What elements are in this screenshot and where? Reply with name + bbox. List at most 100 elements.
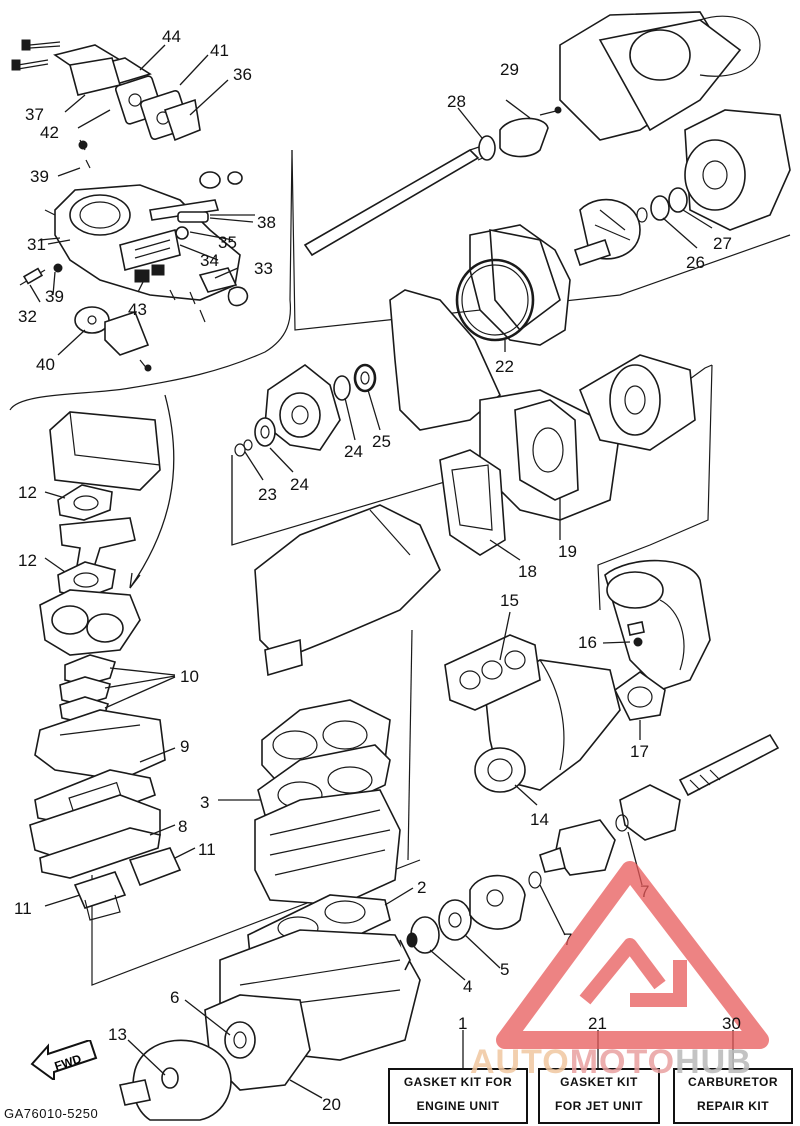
callout-39-upper: 39 — [30, 167, 49, 186]
callout-22: 22 — [495, 357, 514, 376]
callout-37: 37 — [25, 105, 44, 124]
carburetor-reed-plates — [53, 44, 201, 142]
watermark-part3: HUB — [675, 1043, 752, 1081]
intake-gaskets-10 — [59, 654, 117, 723]
gasket-12-lower — [57, 561, 116, 599]
callout-11-left: 11 — [14, 899, 32, 918]
callout-2: 2 — [417, 878, 426, 897]
callout-12-lower: 12 — [18, 551, 37, 570]
section-outline-carburetor — [9, 149, 293, 411]
seals-26-27 — [636, 187, 688, 223]
callout-43: 43 — [128, 300, 147, 319]
callout-18: 18 — [518, 562, 537, 581]
gasket-8 — [39, 827, 161, 879]
callout-20: 20 — [322, 1095, 341, 1114]
crankcase-cover-20 — [204, 994, 311, 1091]
callout-36: 36 — [233, 65, 252, 84]
callout-4: 4 — [463, 977, 472, 996]
kit-number-30: 30 — [722, 1014, 741, 1033]
gasket-15 — [444, 634, 541, 711]
coupling-rubber — [469, 874, 526, 930]
callout-27: 27 — [713, 234, 732, 253]
callout-9: 9 — [180, 737, 189, 756]
callout-23: 23 — [258, 485, 277, 504]
callout-14: 14 — [530, 810, 549, 829]
oil-seals-24-25 — [254, 363, 377, 447]
callout-15: 15 — [500, 591, 519, 610]
callout-40: 40 — [36, 355, 55, 374]
carburetor-kit-line1: CARBURETOR — [687, 1075, 779, 1089]
callout-33: 33 — [254, 259, 273, 278]
gasket-kit-jet-line1: GASKET KIT — [560, 1075, 638, 1089]
shaft-bearing-housing — [264, 364, 341, 451]
bearing-housing-29 — [499, 106, 562, 158]
jet-pump-housing — [684, 109, 791, 231]
carburetor-screws-top — [11, 39, 91, 169]
callout-42: 42 — [40, 123, 59, 142]
jet-nozzle-housing — [559, 11, 761, 141]
o-rings-7 — [528, 814, 629, 889]
callout-34: 34 — [200, 251, 219, 270]
o-ring-22 — [455, 258, 535, 342]
exhaust-elbow — [604, 559, 711, 691]
forward-arrow-icon: FWD — [30, 1040, 98, 1080]
output-shaft — [678, 733, 780, 797]
callout-38: 38 — [257, 213, 276, 232]
callout-5: 5 — [500, 960, 509, 979]
callout-39-lower: 39 — [45, 287, 64, 306]
carburetor-repair-kit-box: CARBURETOR REPAIR KIT — [673, 1068, 793, 1124]
coupling-4-5 — [406, 899, 472, 954]
intake-silencer — [49, 411, 161, 491]
gasket-14 — [474, 747, 526, 793]
callout-32: 32 — [18, 307, 37, 326]
gasket-kit-engine-line2: ENGINE UNIT — [416, 1099, 500, 1113]
gasket-kit-jet-box: GASKET KIT FOR JET UNIT — [538, 1068, 660, 1124]
callout-24-right: 24 — [344, 442, 363, 461]
callout-16: 16 — [578, 633, 597, 652]
watermark-text: AUTOMOTOHUB — [470, 1043, 752, 1082]
intake-housing — [469, 224, 571, 346]
callout-44: 44 — [162, 27, 181, 46]
callout-25: 25 — [372, 432, 391, 451]
callout-26: 26 — [686, 253, 705, 272]
gasket-kit-engine-line1: GASKET KIT FOR — [403, 1075, 513, 1089]
gasket-17 — [613, 671, 666, 721]
callout-35: 35 — [218, 233, 237, 252]
flywheel-cover — [119, 1039, 232, 1121]
exhaust-body — [479, 354, 696, 521]
watermark-part1: AUTO — [470, 1043, 570, 1081]
watermark-part2: MOTO — [569, 1043, 676, 1081]
cylinder-block — [254, 789, 401, 906]
callout-6: 6 — [170, 988, 179, 1007]
o-ring-28 — [478, 135, 496, 161]
callout-10: 10 — [180, 667, 199, 686]
gasket-19 — [514, 399, 579, 501]
catalog-code: GA76010-5250 — [4, 1106, 99, 1121]
callout-41: 41 — [210, 41, 229, 60]
callout-28: 28 — [447, 92, 466, 111]
drive-coupling — [539, 784, 681, 876]
gasket-9 — [34, 769, 156, 826]
carburetor-lower-parts — [19, 263, 152, 372]
gasket-kit-engine-box: GASKET KIT FOR ENGINE UNIT — [388, 1068, 528, 1124]
kit-number-21: 21 — [588, 1014, 607, 1033]
callout-19: 19 — [558, 542, 577, 561]
exhaust-muffler-chamber — [254, 504, 441, 677]
callout-3: 3 — [200, 793, 209, 812]
carburetor-kit-line2: REPAIR KIT — [696, 1099, 770, 1113]
reed-valve-block — [34, 709, 166, 781]
o-rings-23 — [234, 439, 253, 457]
callout-24-left: 24 — [290, 475, 309, 494]
callout-11-right: 11 — [198, 840, 216, 859]
drive-shaft — [303, 144, 491, 257]
callout-29: 29 — [500, 60, 519, 79]
callout-12-upper: 12 — [18, 483, 37, 502]
intake-manifold — [39, 589, 141, 656]
gasket-18 — [439, 449, 506, 556]
reed-valves-11 — [73, 847, 182, 921]
kit-number-1: 1 — [458, 1014, 468, 1033]
callout-8: 8 — [178, 817, 187, 836]
impeller — [573, 198, 641, 267]
callout-13: 13 — [108, 1025, 127, 1044]
